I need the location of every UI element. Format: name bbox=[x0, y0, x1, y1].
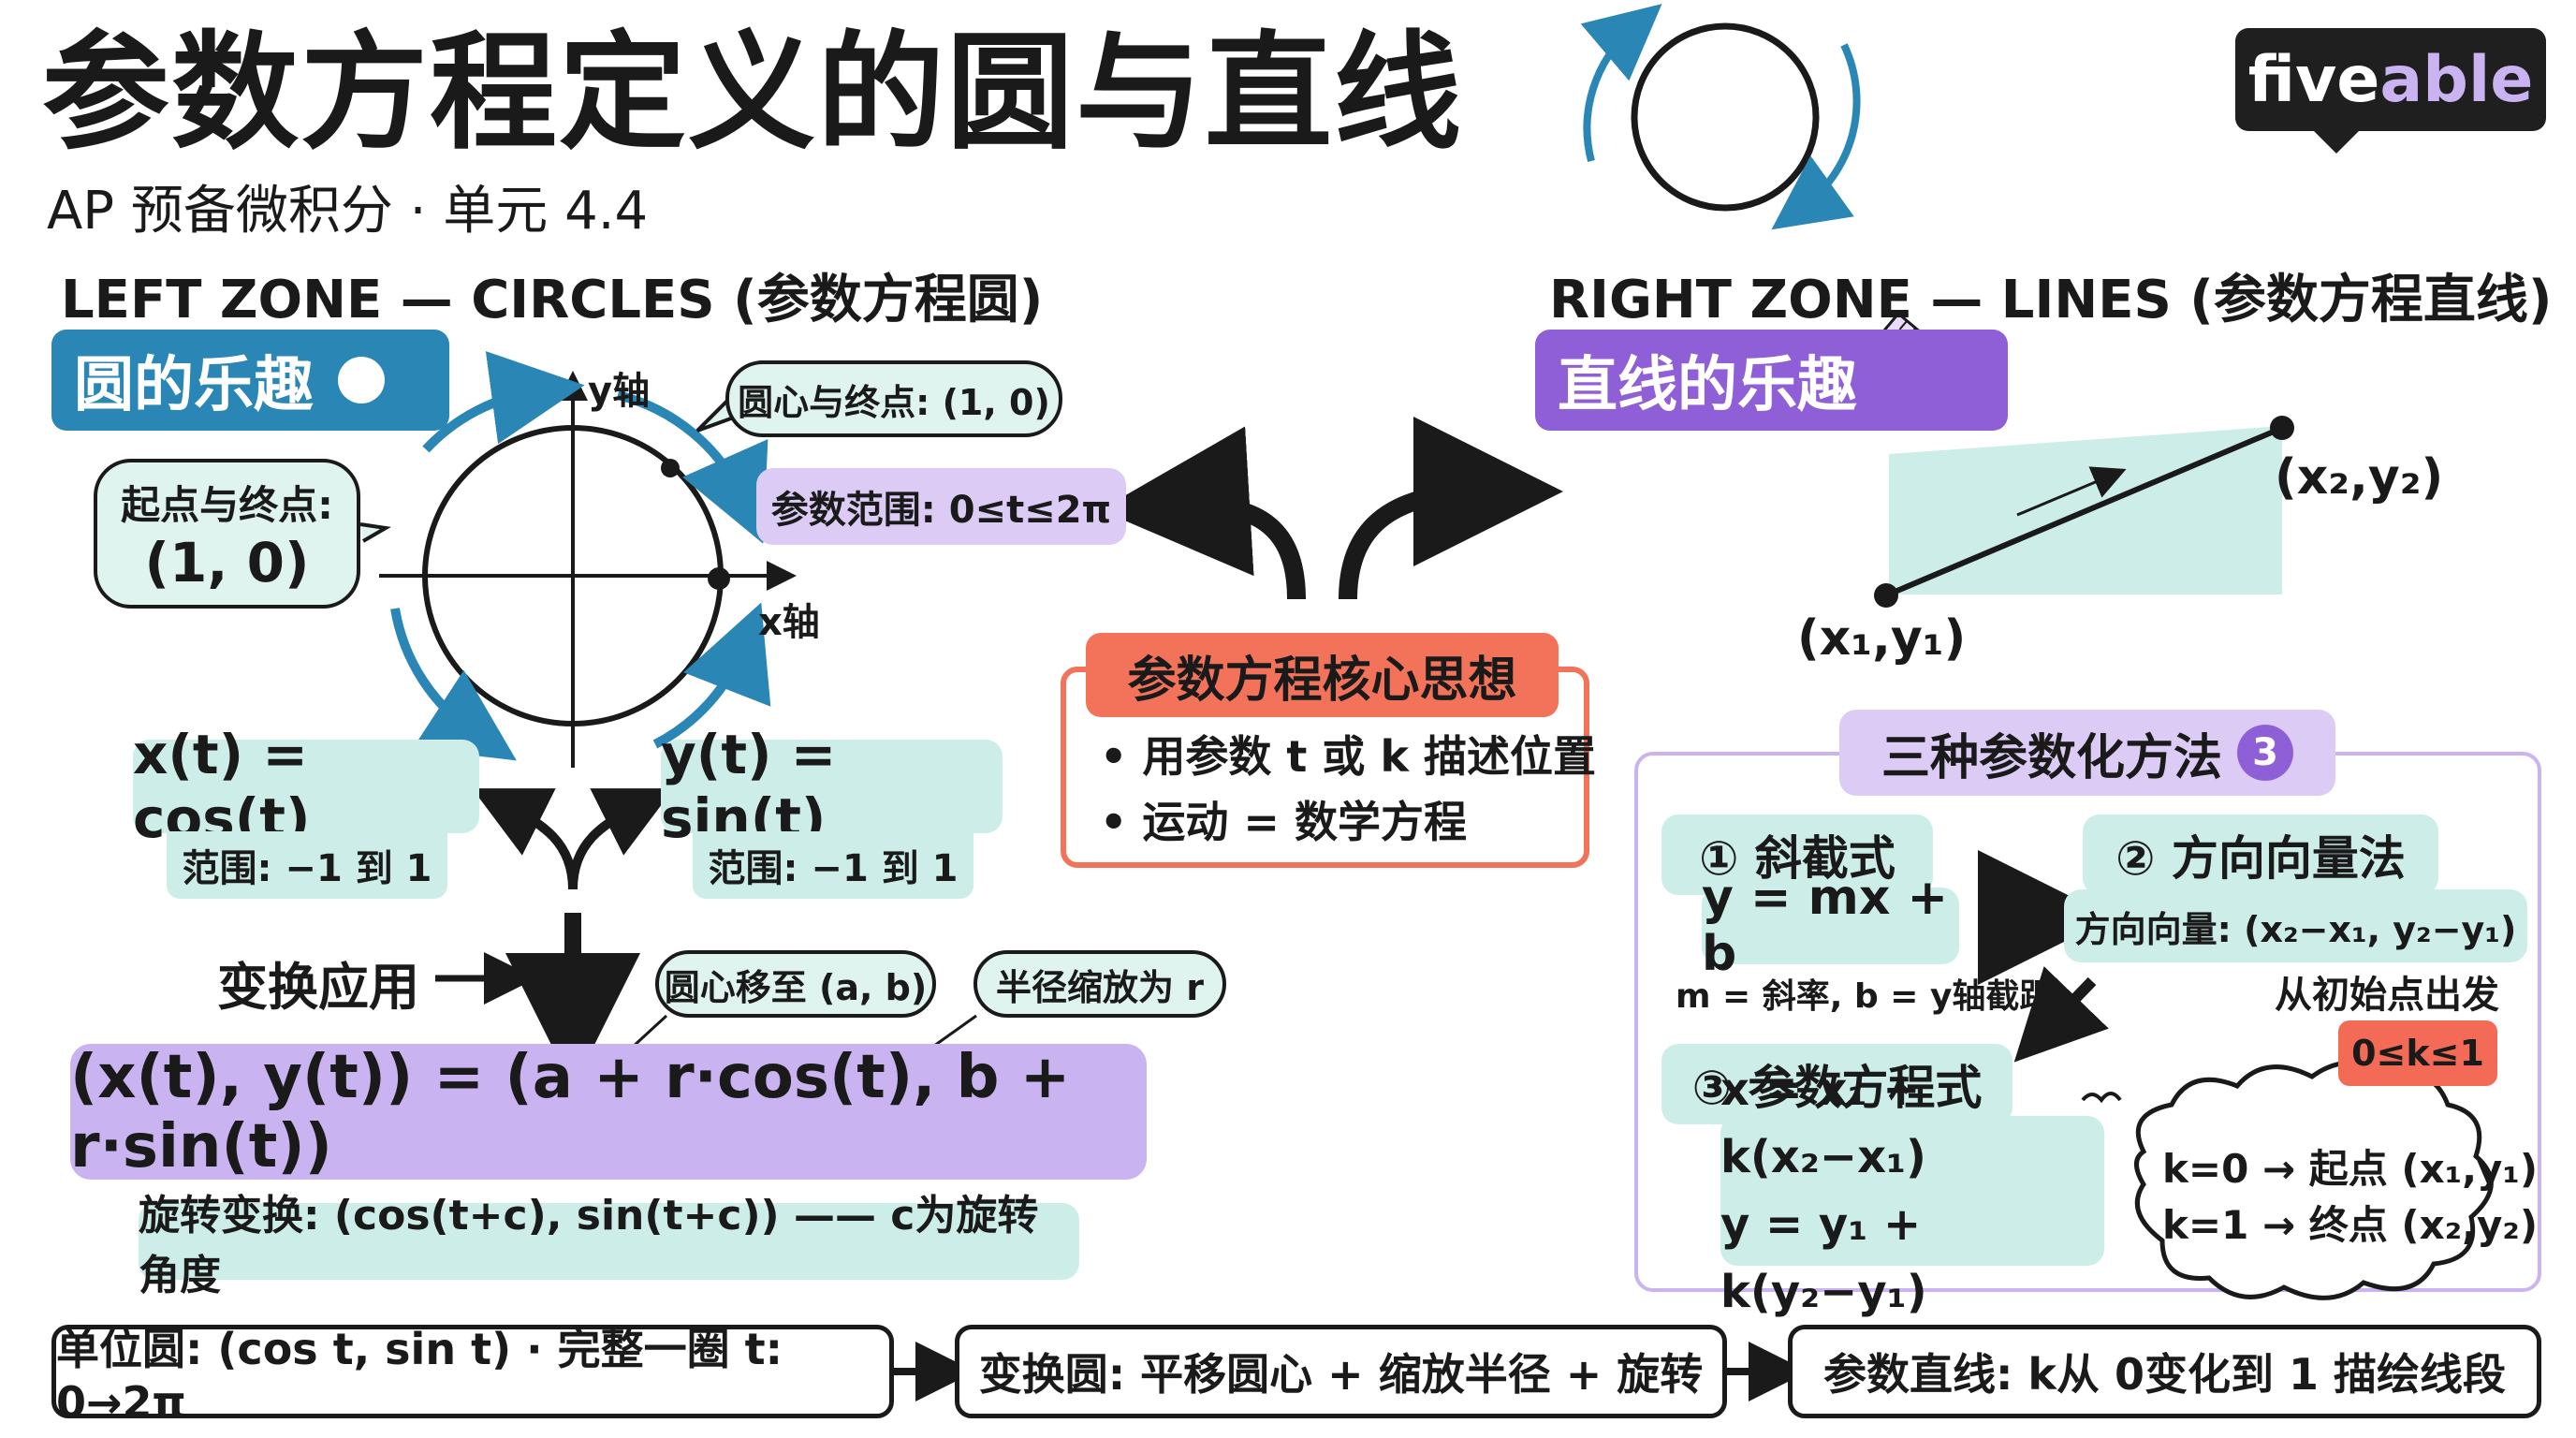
cloud-line-2: k=1 → 终点 (x₂,y₂) bbox=[2162, 1202, 2539, 1248]
core-idea-title-box: 参数方程核心思想 bbox=[1086, 633, 1559, 717]
start-end-bubble-line1: 起点与终点: bbox=[121, 481, 333, 528]
page-subtitle: AP 预备微积分 · 单元 4.4 bbox=[47, 181, 649, 242]
flow-step-transform-circle: 变换圆: 平移圆心 + 缩放半径 + 旋转 bbox=[955, 1325, 1727, 1418]
lines-banner: 直线的乐趣 bbox=[1535, 330, 2008, 431]
method-3-title: ③ 参数方程式 bbox=[1691, 1061, 1983, 1115]
method-2-formula-box: 方向向量: (x₂−x₁, y₂−y₁) bbox=[2064, 889, 2527, 962]
method-2-formula: 方向向量: (x₂−x₁, y₂−y₁) bbox=[2074, 908, 2517, 950]
general-formula-text: (x(t), y(t)) = (a + r·cos(t), b + r·sin(… bbox=[70, 1042, 1071, 1181]
core-idea-bullet-1: • 用参数 t 或 k 描述位置 bbox=[1100, 731, 1597, 782]
point-2-label: (x₂,y₂) bbox=[2275, 449, 2444, 506]
methods-title-box: 三种参数化方法 3 bbox=[1839, 710, 2335, 796]
x-range-box: 范围: −1 到 1 bbox=[167, 831, 447, 899]
y-range-box: 范围: −1 到 1 bbox=[693, 831, 973, 899]
method-arrows bbox=[1978, 850, 2122, 1104]
x-range-text: 范围: −1 到 1 bbox=[182, 847, 432, 890]
method-1-formula-box: y = mx + b bbox=[1702, 870, 1959, 982]
flow-step-3-text: 参数直线: k从 0变化到 1 描绘线段 bbox=[1822, 1349, 2507, 1400]
flow-step-unit-circle: 单位圆: (cos t, sin t) · 完整一圈 t: 0→2π bbox=[51, 1324, 894, 1428]
center-branch-arrows bbox=[1100, 417, 1563, 600]
center-end-bubble-text: 圆心与终点: (1, 0) bbox=[738, 381, 1050, 423]
y-equation-box: y(t) = sin(t) bbox=[661, 723, 1003, 850]
start-end-bubble-line2: (1, 0) bbox=[144, 530, 310, 594]
page-title: 参数方程定义的圆与直线 bbox=[42, 20, 1463, 168]
transform-label: 变换应用 bbox=[217, 958, 419, 1017]
cloud-line-1: k=0 → 起点 (x₁,y₁) bbox=[2162, 1146, 2539, 1192]
x-equation-box: x(t) = cos(t) bbox=[133, 723, 479, 850]
scale-radius-text: 半径缩放为 r bbox=[996, 966, 1204, 1008]
method-3-eq1: x = x₁ + k(x₂−x₁) bbox=[1720, 1064, 1926, 1183]
methods-badge: 3 bbox=[2237, 725, 2293, 781]
param-range-text: 参数范围: 0≤t≤2π bbox=[770, 489, 1112, 532]
core-idea-bullet-2: • 运动 = 数学方程 bbox=[1100, 797, 1467, 847]
start-end-bubble: 起点与终点: (1, 0) bbox=[94, 459, 360, 609]
param-range-tag: 参数范围: 0≤t≤2π bbox=[756, 468, 1126, 545]
method-2-title-box: ② 方向向量法 bbox=[2083, 814, 2438, 895]
method-3-equations-box: x = x₁ + k(x₂−x₁) y = y₁ + k(y₂−y₁) bbox=[1720, 1064, 2104, 1318]
k-range-tag: 0≤k≤1 bbox=[2338, 1020, 2497, 1086]
move-center-text: 圆心移至 (a, b) bbox=[664, 966, 928, 1008]
rotation-box: 旋转变换: (cos(t+c), sin(t+c)) —— c为旋转角度 bbox=[139, 1192, 1079, 1299]
method-2-title: ② 方向向量法 bbox=[2115, 831, 2406, 886]
general-formula-box: (x(t), y(t)) = (a + r·cos(t), b + r·sin(… bbox=[70, 1042, 1147, 1181]
left-zone-heading: LEFT ZONE — CIRCLES (参数方程圆) bbox=[61, 270, 1044, 330]
unit-circle-diagram bbox=[359, 351, 797, 768]
flow-step-param-line: 参数直线: k从 0变化到 1 描绘线段 bbox=[1788, 1325, 2541, 1418]
method-2-note: 从初始点出发 bbox=[2275, 974, 2499, 1017]
y-range-text: 范围: −1 到 1 bbox=[708, 847, 959, 890]
method-1-formula: y = mx + b bbox=[1702, 870, 1949, 982]
core-idea-title: 参数方程核心思想 bbox=[1127, 652, 1517, 709]
rotation-text: 旋转变换: (cos(t+c), sin(t+c)) —— c为旋转角度 bbox=[139, 1192, 1039, 1299]
method-1-title: ① 斜截式 bbox=[1699, 831, 1895, 886]
method-1-note: m = 斜率, b = y轴截距 bbox=[1676, 977, 2054, 1016]
title-circle-icon bbox=[1580, 4, 1861, 230]
k-range-text: 0≤k≤1 bbox=[2351, 1033, 2484, 1074]
cloud-shape bbox=[2134, 1060, 2494, 1300]
flow-step-1-text: 单位圆: (cos t, sin t) · 完整一圈 t: 0→2π bbox=[56, 1324, 783, 1428]
line-segment-diagram bbox=[1874, 416, 2294, 608]
method-3-title-box: ③ 参数方程式 bbox=[1661, 1044, 2012, 1124]
lines-banner-label: 直线的乐趣 bbox=[1558, 351, 1857, 420]
scale-radius-bubble: 半径缩放为 r bbox=[973, 950, 1226, 1018]
brand-name-accent: able bbox=[2379, 42, 2534, 117]
methods-title: 三种参数化方法 bbox=[1881, 729, 2222, 786]
method-3-eq2: y = y₁ + k(y₂−y₁) bbox=[1720, 1198, 1927, 1318]
brand-name-plain: five bbox=[2247, 42, 2380, 117]
right-zone-heading: RIGHT ZONE — LINES (参数方程直线) bbox=[1549, 270, 2553, 330]
point-1-label: (x₁,y₁) bbox=[1797, 610, 1967, 667]
circle-dot-icon bbox=[338, 357, 385, 404]
move-center-bubble: 圆心移至 (a, b) bbox=[655, 950, 936, 1018]
x-axis-label: x轴 bbox=[758, 601, 820, 644]
brand-logo-tail bbox=[2312, 129, 2361, 154]
y-axis-label: y轴 bbox=[588, 370, 651, 413]
circles-banner: 圆的乐趣 bbox=[51, 330, 449, 431]
flow-step-2-text: 变换圆: 平移圆心 + 缩放半径 + 旋转 bbox=[978, 1349, 1704, 1400]
center-end-bubble: 圆心与终点: (1, 0) bbox=[725, 360, 1062, 437]
method-1-title-box: ① 斜截式 bbox=[1661, 814, 1933, 895]
circles-banner-label: 圆的乐趣 bbox=[74, 351, 314, 420]
